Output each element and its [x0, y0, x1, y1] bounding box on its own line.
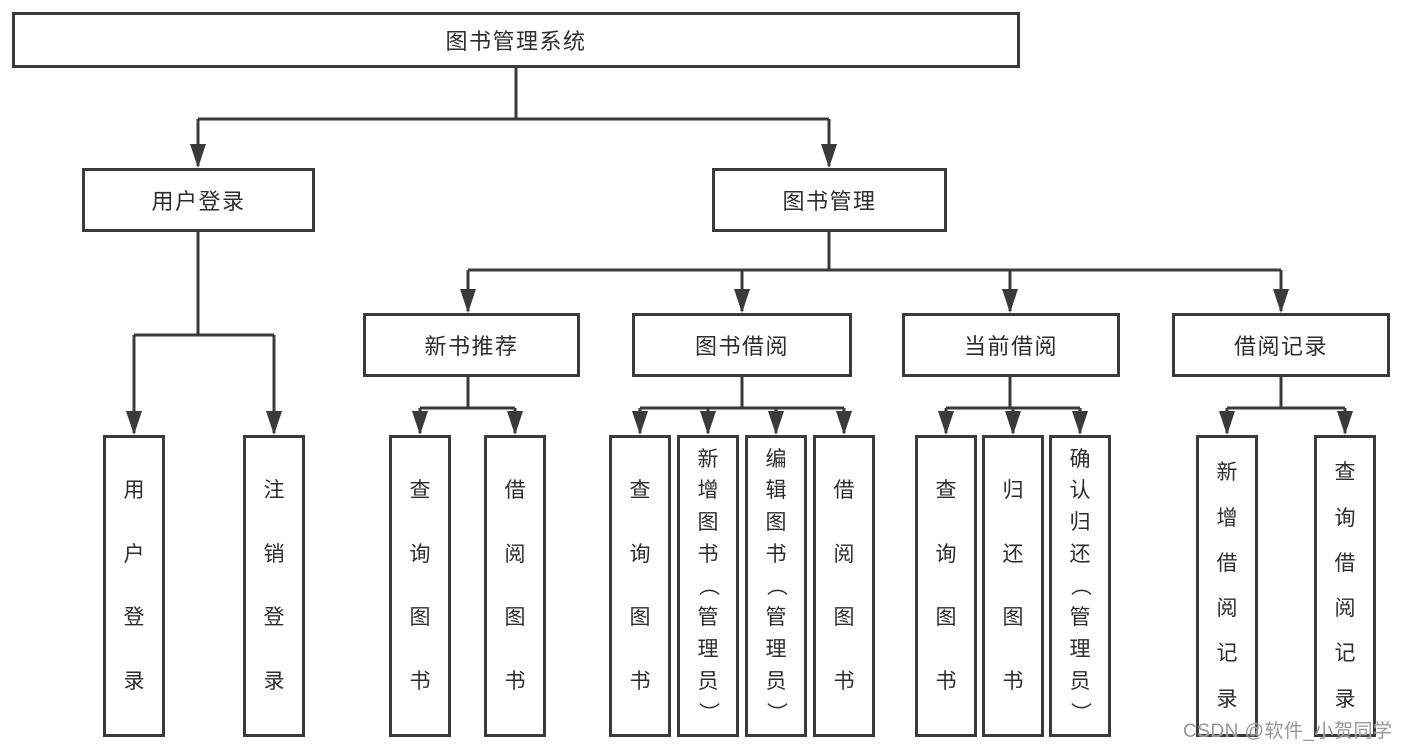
arrow-down-icon	[1072, 411, 1088, 435]
leaf-logout: 注销登录	[243, 435, 305, 737]
arrow-down-icon	[938, 411, 954, 435]
leaf-label: 新增图书（管理员）	[696, 447, 720, 724]
leaf-label: 新增借阅记录	[1216, 461, 1238, 711]
arrow-down-icon	[190, 144, 206, 168]
leaf-label: 用户登录	[123, 479, 145, 693]
leaf-label: 归还图书	[1002, 479, 1024, 693]
arrow-down-icon	[126, 411, 142, 435]
arrow-down-icon	[700, 411, 716, 435]
arrow-down-icon	[1219, 411, 1235, 435]
arrow-down-icon	[507, 411, 523, 435]
arrow-down-icon	[632, 411, 648, 435]
node-current-borrowing: 当前借阅	[902, 313, 1120, 377]
arrow-down-icon	[734, 289, 750, 313]
leaf-query-books-current: 查询图书	[915, 435, 977, 737]
leaf-confirm-return-admin: 确认归还（管理员）	[1049, 435, 1111, 737]
arrow-down-icon	[768, 411, 784, 435]
leaf-query-books-recommend: 查询图书	[389, 435, 451, 737]
leaf-edit-books-admin: 编辑图书（管理员）	[745, 435, 807, 737]
arrow-down-icon	[460, 289, 476, 313]
leaf-label: 注销登录	[263, 479, 285, 693]
node-root: 图书管理系统	[12, 12, 1020, 68]
leaf-add-borrow-record: 新增借阅记录	[1196, 435, 1258, 737]
leaf-label: 编辑图书（管理员）	[764, 447, 788, 724]
arrow-down-icon	[1337, 411, 1353, 435]
node-book-borrowing: 图书借阅	[632, 313, 852, 377]
leaf-borrow-books-borrowing: 借阅图书	[813, 435, 875, 737]
arrow-down-icon	[412, 411, 428, 435]
leaf-label: 确认归还（管理员）	[1068, 447, 1092, 724]
arrowhead-icons	[126, 144, 1353, 435]
leaf-query-borrow-record: 查询借阅记录	[1314, 435, 1376, 737]
arrow-down-icon	[1273, 289, 1289, 313]
leaf-label: 借阅图书	[833, 479, 855, 693]
watermark: CSDN @软件_小贺同学	[1183, 721, 1393, 742]
node-user-login: 用户登录	[82, 168, 315, 232]
leaf-add-books-admin: 新增图书（管理员）	[677, 435, 739, 737]
leaf-return-books: 归还图书	[982, 435, 1044, 737]
arrow-down-icon	[821, 144, 837, 168]
leaf-label: 查询图书	[629, 479, 651, 693]
arrow-down-icon	[1002, 289, 1018, 313]
leaf-query-books-borrowing: 查询图书	[609, 435, 671, 737]
node-book-management: 图书管理	[712, 168, 947, 232]
node-borrowing-records: 借阅记录	[1172, 313, 1390, 377]
leaf-label: 查询图书	[935, 479, 957, 693]
node-new-book-recommendation: 新书推荐	[363, 313, 580, 377]
arrow-down-icon	[836, 411, 852, 435]
leaf-borrow-books-recommend: 借阅图书	[484, 435, 546, 737]
leaf-label: 查询借阅记录	[1334, 461, 1356, 711]
leaf-label: 借阅图书	[504, 479, 526, 693]
leaf-user-login: 用户登录	[103, 435, 165, 737]
arrow-down-icon	[1005, 411, 1021, 435]
connector-lines	[132, 68, 1347, 433]
arrow-down-icon	[266, 411, 282, 435]
leaf-label: 查询图书	[409, 479, 431, 693]
